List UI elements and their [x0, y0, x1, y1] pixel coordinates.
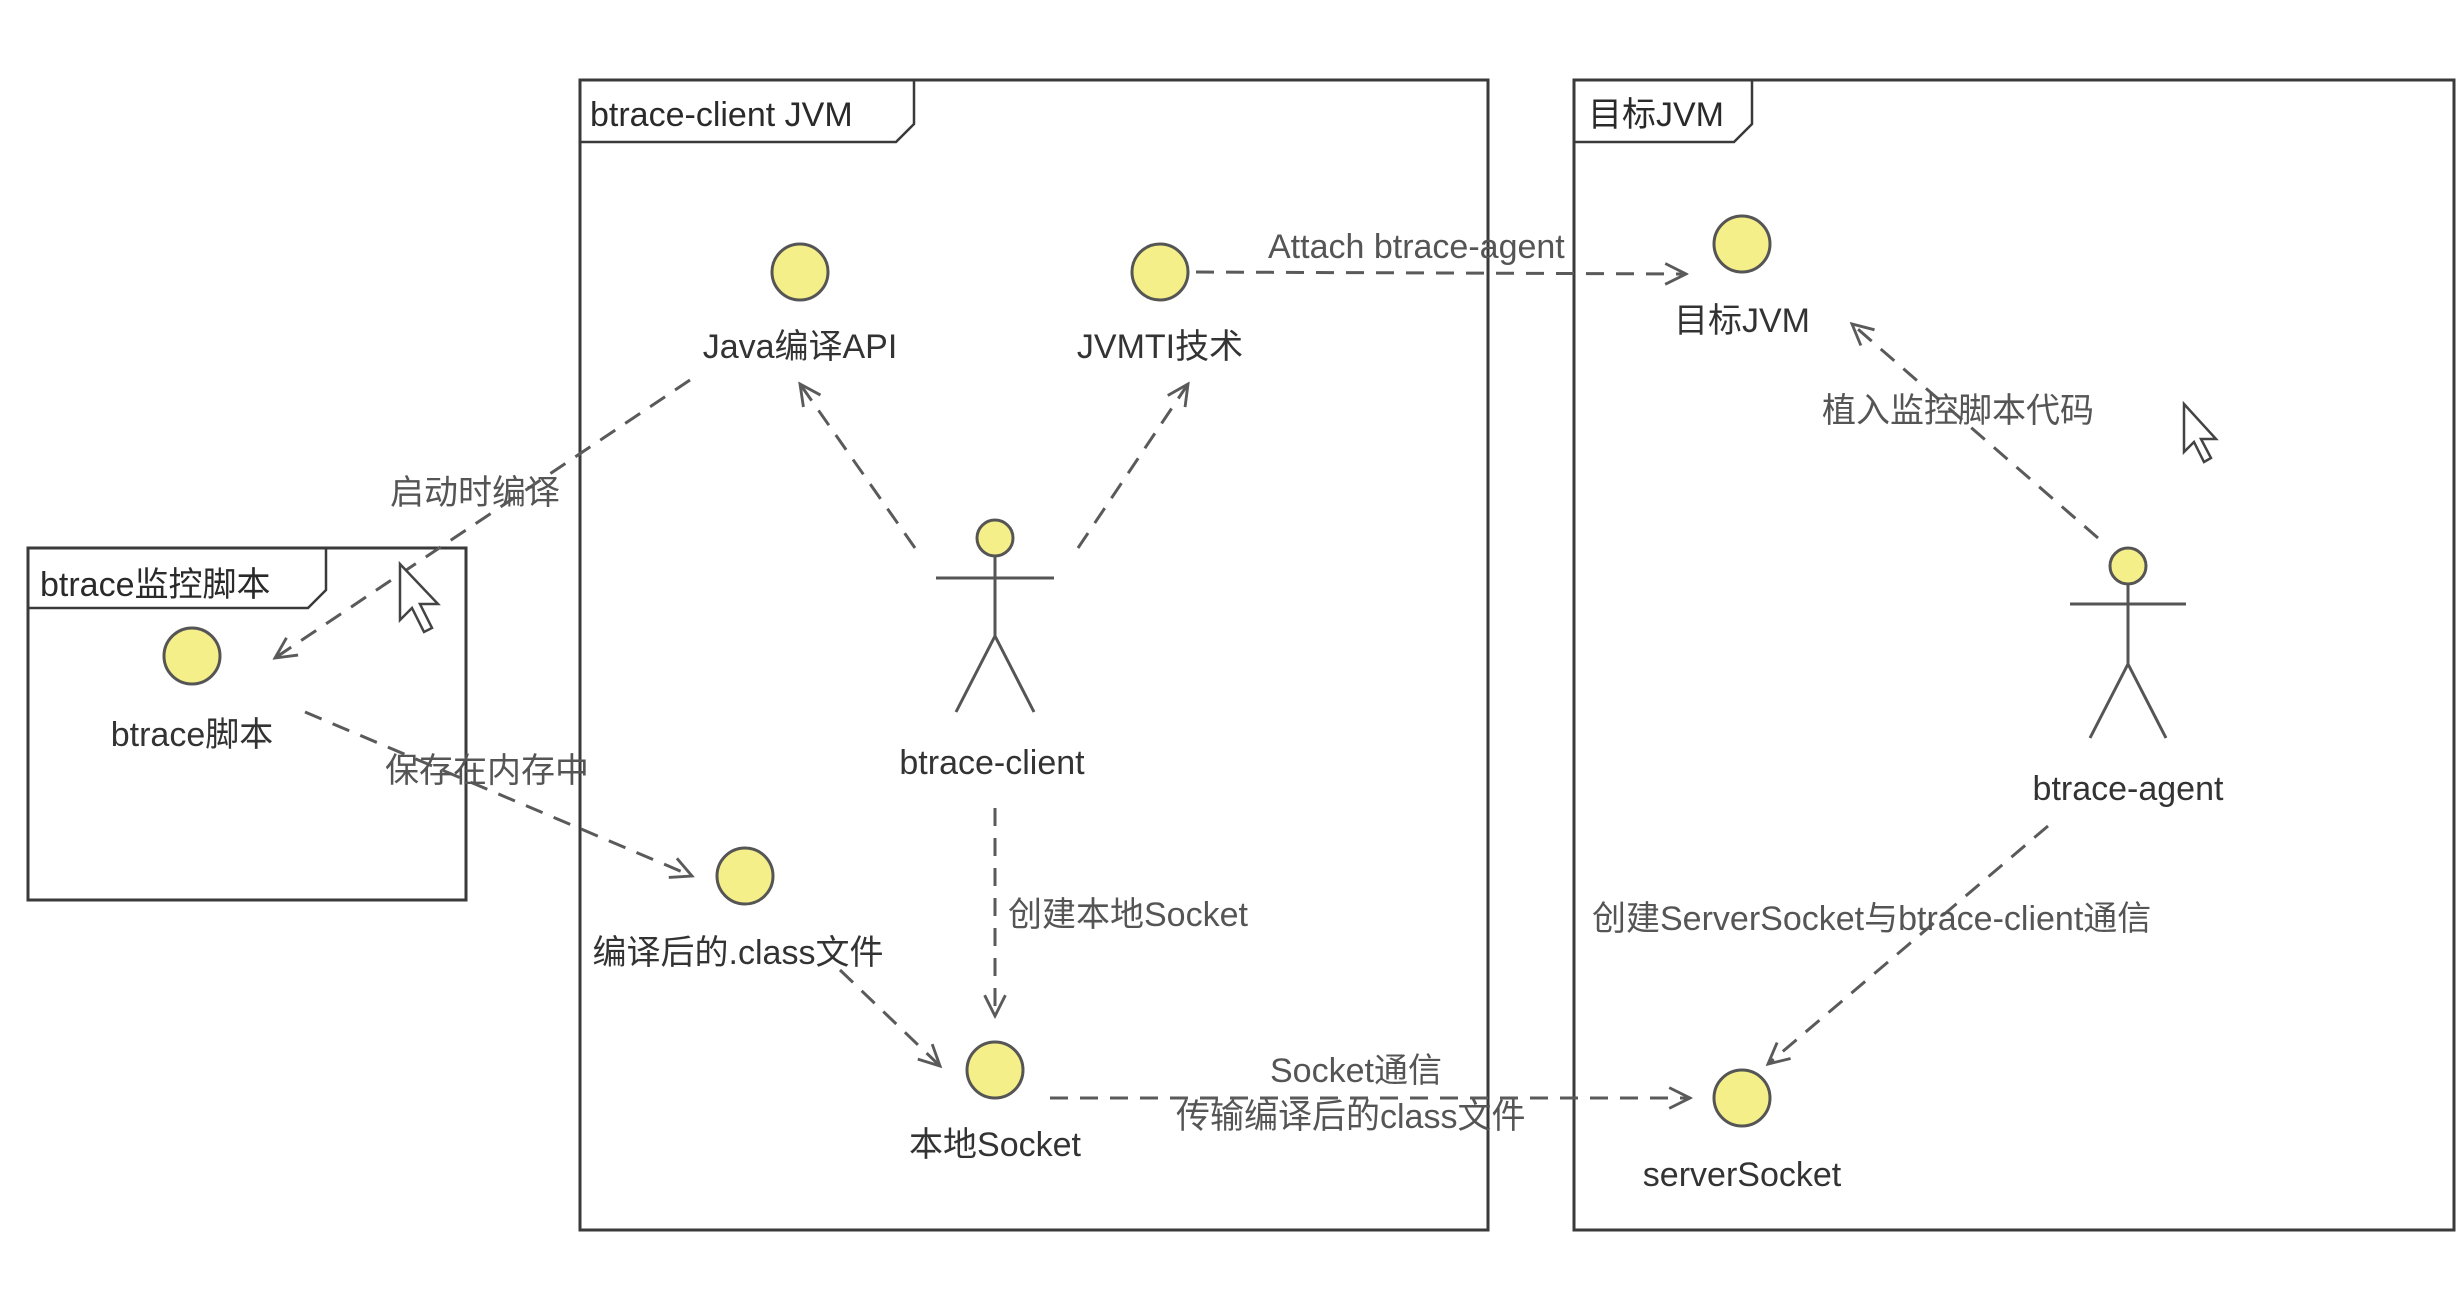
frame-client: btrace-client JVM: [578, 78, 1490, 1232]
label-btrace-script: btrace脚本: [111, 716, 274, 754]
label-local-socket: 本地Socket: [909, 1126, 1081, 1164]
edge-label-inject-script: 植入监控脚本代码: [1822, 392, 2094, 430]
label-target-jvm: 目标JVM: [1674, 302, 1810, 340]
label-server-socket: serverSocket: [1643, 1156, 1842, 1194]
node-java-compiler-api: [770, 242, 830, 302]
node-server-socket: [1712, 1068, 1772, 1128]
node-target-jvm: [1712, 214, 1772, 274]
label-jvmti: JVMTI技术: [1077, 328, 1243, 366]
frame-title-target: 目标JVM: [1588, 96, 1724, 134]
edge-label-attach-agent: Attach btrace-agent: [1268, 228, 1565, 266]
label-compiled-class: 编译后的.class文件: [593, 934, 884, 972]
actor-btrace-client: [936, 518, 1054, 713]
node-local-socket: [965, 1040, 1025, 1100]
label-btrace-agent: btrace-agent: [2033, 770, 2224, 808]
frame-script: btrace监控脚本: [26, 546, 468, 902]
edge-class-to-socket: [838, 968, 940, 1066]
mouse-cursor-icon: [2182, 400, 2219, 464]
frame-target: 目标JVM: [1572, 78, 2456, 1232]
mouse-cursor-icon: [398, 560, 441, 634]
edge-client-to-jvmti: [1076, 384, 1188, 549]
label-btrace-client: btrace-client: [899, 744, 1085, 782]
edge-label-socket-communication: Socket通信: [1270, 1052, 1442, 1090]
frame-title-script: btrace监控脚本: [40, 566, 271, 604]
edge-label-compile: 启动时编译: [390, 474, 560, 512]
node-compiled-class: [715, 846, 775, 906]
node-btrace-script: [162, 626, 222, 686]
edge-inject-script: [1852, 324, 2099, 540]
edge-label-save-memory: 保存在内存中: [385, 752, 589, 790]
edge-client-to-compiler: [800, 384, 917, 549]
edge-create-server-socket: [1768, 824, 2049, 1064]
node-jvmti: [1130, 242, 1190, 302]
actor-btrace-agent: [2070, 546, 2186, 739]
edge-compile: [275, 378, 691, 658]
edge-label-create-server-socket: 创建ServerSocket与btrace-client通信: [1592, 900, 2151, 938]
edge-save-memory: [304, 710, 692, 876]
label-java-compiler-api: Java编译API: [703, 328, 898, 366]
frame-title-client: btrace-client JVM: [590, 96, 853, 134]
edge-label-create-local-socket: 创建本地Socket: [1008, 896, 1248, 934]
edge-label-transfer-class: 传输编译后的class文件: [1176, 1098, 1525, 1136]
edge-attach-agent: [1195, 272, 1686, 274]
